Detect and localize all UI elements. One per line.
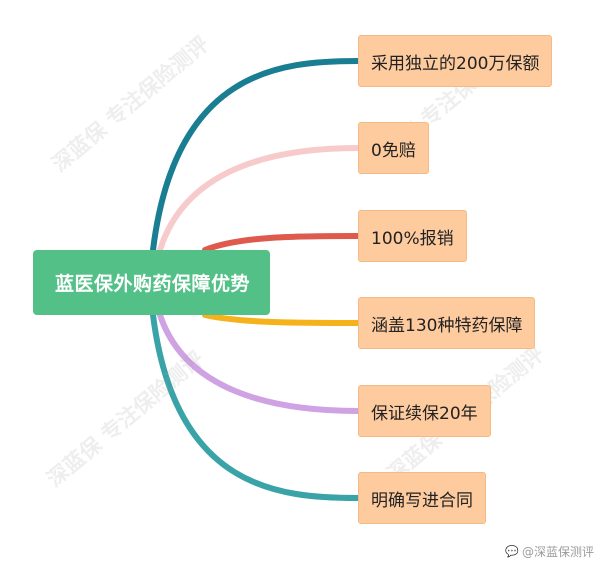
branch-topic-label: 采用独立的200万保额: [371, 53, 540, 74]
branch-topic-4[interactable]: 涵盖130种特药保障: [358, 297, 536, 349]
branch-connector-2: [157, 145, 361, 253]
branch-topic-2[interactable]: 0免赔: [358, 122, 429, 174]
branch-topic-6[interactable]: 明确写进合同: [358, 472, 486, 524]
root-topic-label: 蓝医保外购药保障优势: [54, 273, 250, 295]
branch-connector-5: [157, 312, 361, 414]
credit-watermark: 💬 @深蓝保测评: [505, 543, 594, 560]
branch-topic-label: 涵盖130种特药保障: [371, 315, 523, 336]
branch-topic-label: 明确写进合同: [371, 490, 473, 511]
credit-text: @深蓝保测评: [521, 545, 594, 559]
branch-topic-1[interactable]: 采用独立的200万保额: [358, 35, 553, 87]
branch-connector-4: [202, 312, 361, 326]
root-topic[interactable]: 蓝医保外购药保障优势: [33, 250, 270, 315]
branch-connector-1: [150, 58, 361, 253]
branch-connector-3: [202, 233, 361, 253]
branch-topic-5[interactable]: 保证续保20年: [358, 385, 491, 437]
branch-connector-6: [150, 312, 361, 501]
branch-topic-label: 0免赔: [371, 140, 416, 161]
branch-topic-label: 100%报销: [371, 228, 454, 249]
branch-topic-3[interactable]: 100%报销: [358, 210, 467, 262]
branch-topic-label: 保证续保20年: [371, 403, 478, 424]
chat-bubble-icon: 💬: [505, 545, 519, 558]
